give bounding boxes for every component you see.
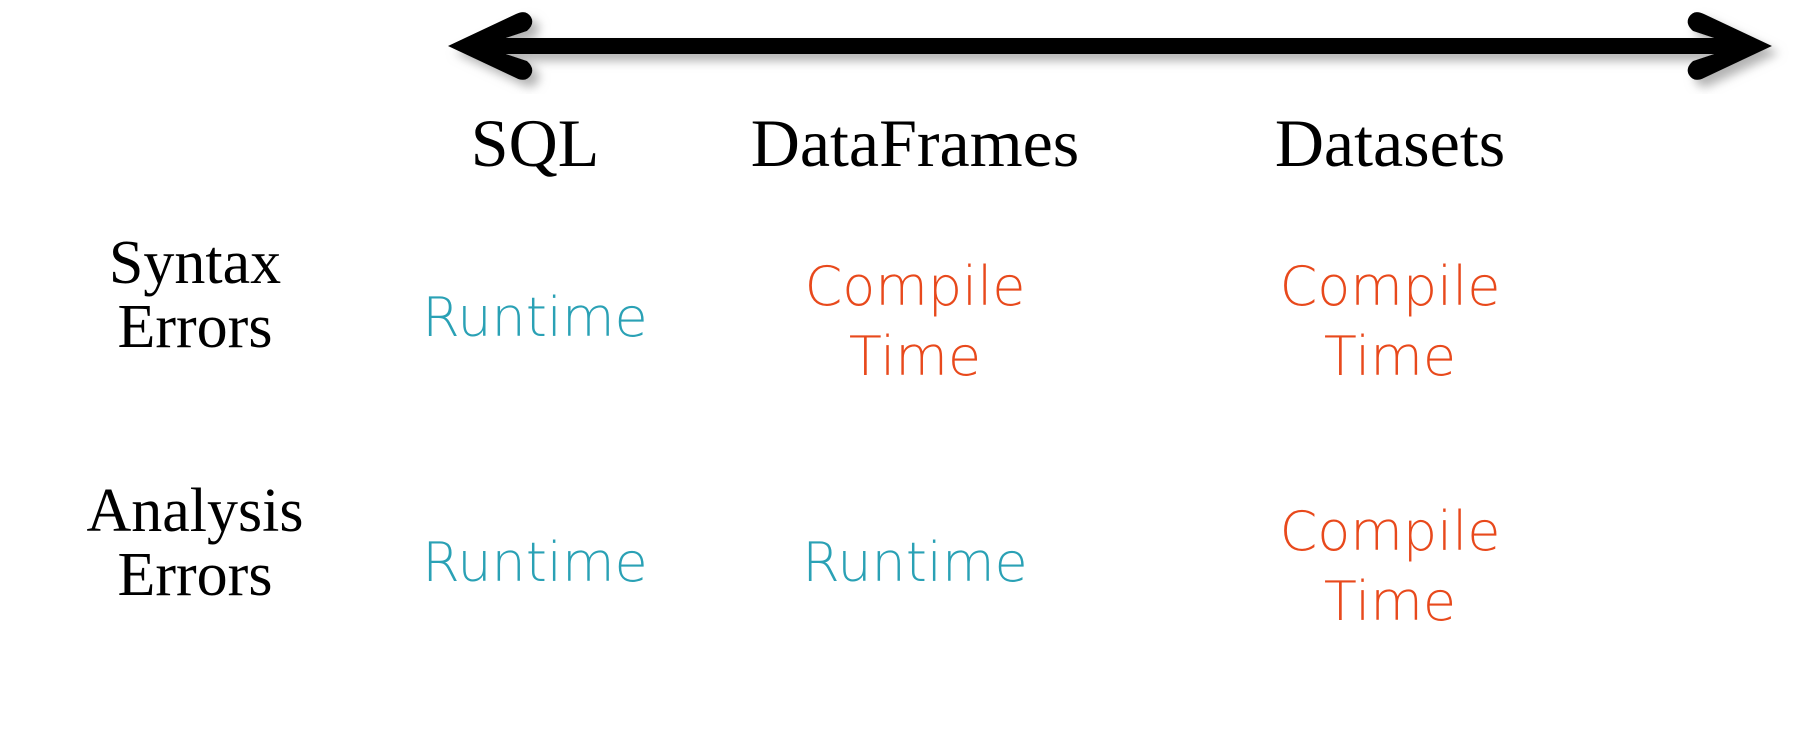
row-label-line-1: Syntax	[108, 229, 282, 297]
cell-syntax-errors-datasets: Compile Time	[1279, 255, 1501, 389]
row-label-line-1: Analysis	[86, 477, 304, 545]
cell-analysis-errors-dataframes: Runtime	[802, 531, 1028, 594]
column-header-datasets: Datasets	[1274, 105, 1506, 181]
row-label-syntax-errors: Syntax Errors	[0, 229, 390, 361]
cell-analysis-errors-sql: Runtime	[422, 531, 648, 594]
cell-syntax-errors-dataframes: Compile Time	[804, 255, 1026, 389]
cell-syntax-errors-sql: Runtime	[422, 286, 648, 349]
column-header-dataframes: DataFrames	[750, 105, 1080, 181]
row-label-line-2: Errors	[117, 540, 273, 609]
column-header-sql: SQL	[470, 105, 600, 181]
spectrum-axis	[430, 2, 1790, 94]
row-label-line-2: Errors	[117, 292, 273, 361]
cell-analysis-errors-datasets: Compile Time	[1279, 500, 1501, 634]
row-label-analysis-errors: Analysis Errors	[0, 477, 390, 609]
double-headed-arrow-icon	[448, 12, 1772, 80]
